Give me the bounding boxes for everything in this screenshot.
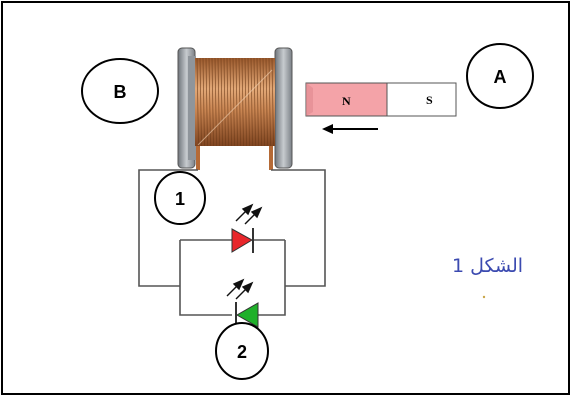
coil-turn bbox=[259, 57, 262, 147]
coil-turn bbox=[250, 57, 253, 147]
coil-turn bbox=[247, 57, 250, 147]
coil-lead-right bbox=[269, 146, 273, 170]
coil-turn bbox=[265, 57, 268, 147]
coil-lead-left bbox=[196, 146, 200, 170]
marker-2-label: 2 bbox=[237, 342, 247, 362]
magnet-south-pole bbox=[386, 82, 457, 117]
led-2-diode bbox=[235, 302, 259, 328]
coil-turn bbox=[214, 57, 217, 147]
coil-highlight bbox=[197, 69, 273, 146]
coil-turn bbox=[244, 57, 247, 147]
coil-turn bbox=[196, 57, 199, 147]
marker-a: A bbox=[466, 43, 534, 109]
marker-1-label: 1 bbox=[175, 189, 185, 209]
magnet-north-label: N bbox=[342, 94, 351, 108]
coil-core-left bbox=[188, 56, 196, 160]
circuit-wires bbox=[138, 169, 326, 316]
wire-right-lead bbox=[271, 169, 326, 287]
led-2-light-arrows bbox=[226, 278, 254, 300]
marker-1: 1 bbox=[154, 171, 206, 225]
coil-turn bbox=[199, 57, 202, 147]
coil-turn bbox=[262, 57, 265, 147]
coil-turn bbox=[208, 57, 211, 147]
wire-left-lead bbox=[138, 169, 198, 287]
coil-turn bbox=[226, 57, 229, 147]
coil-turn bbox=[271, 57, 274, 147]
coil-winding bbox=[195, 58, 275, 146]
coil-turn bbox=[241, 57, 244, 147]
wire-parallel-right bbox=[258, 240, 286, 316]
coil-turns bbox=[196, 57, 274, 147]
magnet-bevel bbox=[306, 83, 313, 116]
led-1-diode bbox=[231, 228, 254, 253]
marker-b: B bbox=[81, 58, 159, 124]
coil-turn bbox=[235, 57, 238, 147]
coil-turn bbox=[229, 57, 232, 147]
coil-turn bbox=[217, 57, 220, 147]
motion-arrow bbox=[322, 124, 378, 134]
coil-right-flange bbox=[274, 47, 293, 169]
stray-dot bbox=[482, 295, 486, 299]
coil-turn bbox=[211, 57, 214, 147]
coil-turn bbox=[223, 57, 226, 147]
wire-parallel-left bbox=[179, 240, 232, 316]
marker-a-label: A bbox=[494, 67, 507, 87]
coil-turn bbox=[220, 57, 223, 147]
led-1 bbox=[231, 203, 263, 253]
marker-2: 2 bbox=[215, 322, 269, 380]
coil-turn bbox=[202, 57, 205, 147]
coil-turn bbox=[256, 57, 259, 147]
coil-turn bbox=[205, 57, 208, 147]
led-2 bbox=[226, 278, 259, 328]
led-1-light-arrows bbox=[235, 203, 263, 225]
coil-turn bbox=[232, 57, 235, 147]
coil-turn bbox=[253, 57, 256, 147]
magnet-south-label: S bbox=[426, 93, 433, 107]
figure-caption: الشكل 1 bbox=[452, 255, 523, 277]
coil bbox=[177, 47, 293, 170]
bar-magnet: N S bbox=[305, 82, 457, 117]
marker-b-label: B bbox=[114, 82, 127, 102]
